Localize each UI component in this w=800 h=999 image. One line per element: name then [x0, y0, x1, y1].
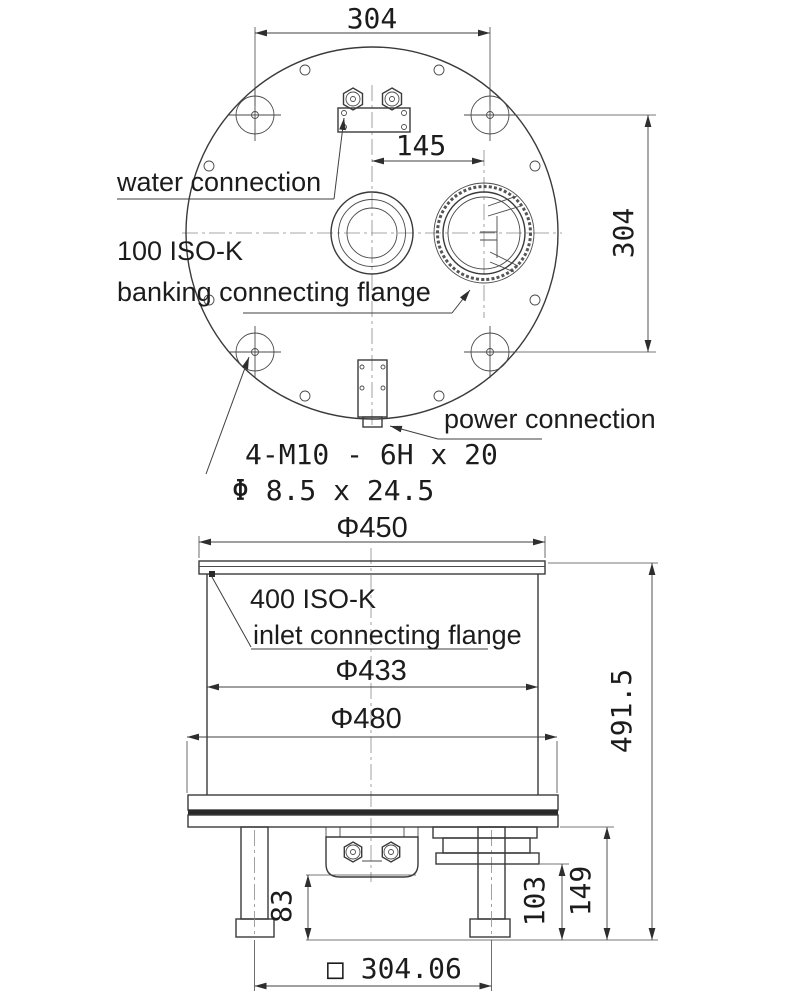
dim-base-diameter: Φ480: [186, 703, 558, 793]
water-fitting-hex: [381, 841, 401, 863]
left-foot: [235, 918, 275, 938]
gasket-seam: [188, 810, 558, 815]
inlet-flange-label: 400 ISO-K inlet connecting flange: [209, 571, 522, 650]
water-fitting-hex: [343, 841, 363, 863]
water-connection-label: water connection: [116, 117, 346, 200]
dim-base-height-value: 149: [564, 866, 597, 917]
hole-spec-text: Φ 8.5 x 24.5: [232, 474, 434, 507]
backing-port: [433, 182, 535, 284]
louver-vanes: [480, 195, 522, 273]
dim-body-diameter: Φ433: [207, 655, 538, 691]
water-connection-assembly: [325, 826, 419, 878]
power-connector-stub: [362, 416, 383, 428]
pump-outline-circle: [185, 46, 559, 420]
water-fitting-hex: [342, 87, 364, 111]
dim-backing-flange-height-value: 103: [518, 876, 551, 927]
center-port: [330, 191, 414, 275]
water-connection-text: water connection: [116, 167, 321, 197]
side-view: Φ450 400 ISO-K inlet connecting flange Φ…: [186, 512, 658, 991]
backing-flange-text-line1: 100 ISO-K: [117, 236, 243, 266]
water-fitting-hex: [381, 87, 403, 111]
dim-port-spacing-value: 145: [396, 129, 447, 162]
top-view: 304 145 304 water connection 100 ISO-K b…: [116, 2, 656, 507]
dim-flange-diameter: Φ450: [198, 512, 546, 558]
dim-base-diameter-value: Φ480: [330, 703, 402, 735]
dim-leg-spacing-value: □ 304.06: [327, 952, 462, 985]
dim-leg-spacing: □ 304.06: [254, 940, 492, 991]
power-connection-box: [357, 359, 388, 428]
dim-right-height-value: 304: [607, 208, 640, 259]
bolt-hole: [229, 326, 281, 378]
dim-overall-height: 491.5: [548, 562, 658, 940]
base-plate-assembly: [187, 794, 559, 828]
water-connection-block: [337, 87, 411, 133]
dim-backing-flange-height: 103: [518, 863, 569, 940]
dim-top-width: 304: [254, 2, 491, 106]
dim-right-height: 304: [513, 114, 656, 353]
small-tapped-holes: [203, 64, 541, 402]
dim-port-spacing: 145: [372, 129, 484, 165]
bolt-spec-labels: 4-M10 - 6H x 20 Φ 8.5 x 24.5: [205, 356, 498, 507]
dim-water-fitting-height-value: 83: [265, 889, 298, 923]
power-connection-label: power connection: [389, 404, 656, 440]
dim-body-diameter-value: Φ433: [335, 655, 407, 687]
inlet-flange: [198, 560, 546, 575]
right-foot: [469, 918, 511, 938]
dim-water-fitting-height: 83: [265, 874, 416, 940]
dim-flange-diameter-value: Φ450: [336, 512, 408, 544]
dim-top-width-value: 304: [347, 2, 398, 35]
dim-base-height: 149: [560, 826, 614, 940]
backing-flange-stack: [432, 826, 540, 865]
inlet-flange-text-line1: 400 ISO-K: [250, 584, 376, 614]
right-leg: [469, 826, 511, 938]
backing-flange-label: 100 ISO-K banking connecting flange: [117, 236, 471, 314]
bolt-hole: [464, 326, 516, 378]
power-connection-text: power connection: [444, 404, 656, 434]
inlet-flange-text-line2: inlet connecting flange: [253, 620, 522, 650]
backing-flange-text-line2: banking connecting flange: [117, 277, 431, 307]
thread-spec-text: 4-M10 - 6H x 20: [245, 438, 498, 471]
dim-overall-height-value: 491.5: [605, 669, 638, 753]
left-leg: [235, 826, 275, 938]
